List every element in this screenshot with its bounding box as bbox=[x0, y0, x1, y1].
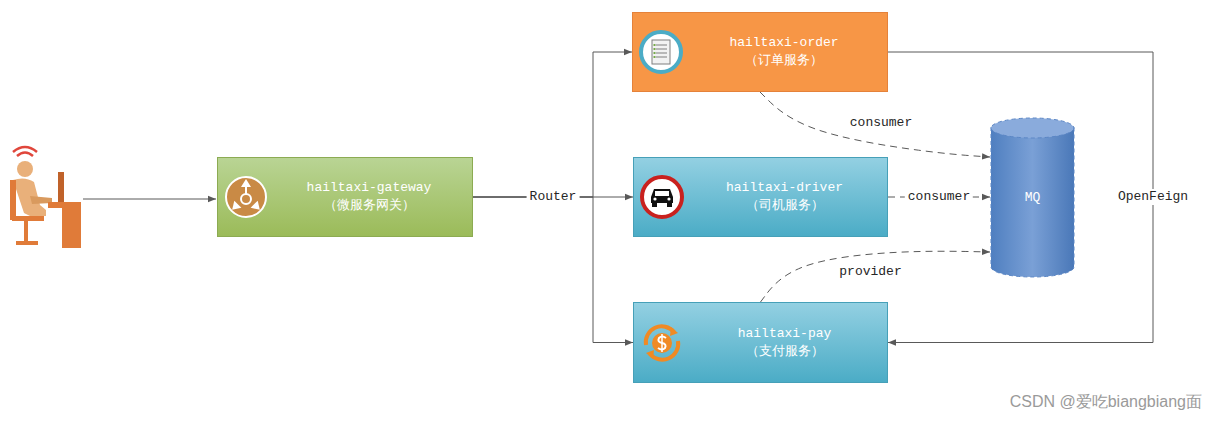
nav-icon bbox=[222, 173, 270, 221]
car-icon bbox=[638, 173, 686, 221]
monitor bbox=[58, 172, 64, 202]
cylinder-body bbox=[991, 127, 1074, 277]
service-box: hailtaxi-driver（司机服务） bbox=[633, 157, 888, 237]
service-name: hailtaxi-driver bbox=[726, 179, 843, 197]
service-name: hailtaxi-gateway bbox=[307, 179, 432, 197]
watermark: CSDN @爱吃biangbiang面 bbox=[1010, 392, 1202, 413]
connector-label: consumer bbox=[847, 115, 915, 131]
service-description: （司机服务） bbox=[746, 197, 824, 215]
service-description: （微服务网关） bbox=[324, 197, 415, 215]
message-connector bbox=[761, 251, 991, 302]
chair-foot bbox=[16, 241, 38, 245]
message-connector bbox=[760, 92, 990, 157]
pay-icon bbox=[638, 319, 686, 367]
desk-body bbox=[62, 208, 81, 248]
connector-label: OpenFeign bbox=[1115, 189, 1191, 205]
service-box: hailtaxi-order（订单服务） bbox=[632, 12, 888, 92]
connector-label: Router bbox=[527, 189, 580, 205]
call-connector bbox=[888, 52, 1153, 343]
call-connector bbox=[473, 52, 632, 197]
doc-icon bbox=[637, 28, 685, 76]
service-name: hailtaxi-order bbox=[729, 34, 838, 52]
queue-cylinder: MQ bbox=[990, 117, 1075, 278]
service-description: （支付服务） bbox=[746, 343, 824, 361]
signal-icon bbox=[13, 147, 37, 156]
service-name: hailtaxi-pay bbox=[738, 325, 832, 343]
chair-back bbox=[10, 180, 16, 220]
service-description: （订单服务） bbox=[745, 52, 823, 70]
service-box: hailtaxi-pay（支付服务） bbox=[633, 302, 888, 383]
service-name: MQ bbox=[1025, 189, 1041, 207]
request-line bbox=[83, 199, 216, 200]
cylinder-top bbox=[991, 118, 1074, 138]
connector-label: provider bbox=[836, 264, 904, 280]
chair-seat bbox=[12, 216, 44, 221]
person-head bbox=[17, 161, 33, 177]
desk-top bbox=[48, 202, 81, 208]
chair-leg bbox=[24, 221, 28, 241]
call-connector bbox=[473, 197, 633, 343]
connector-label: consumer bbox=[905, 189, 973, 205]
gateway-box: hailtaxi-gateway（微服务网关） bbox=[217, 157, 473, 237]
